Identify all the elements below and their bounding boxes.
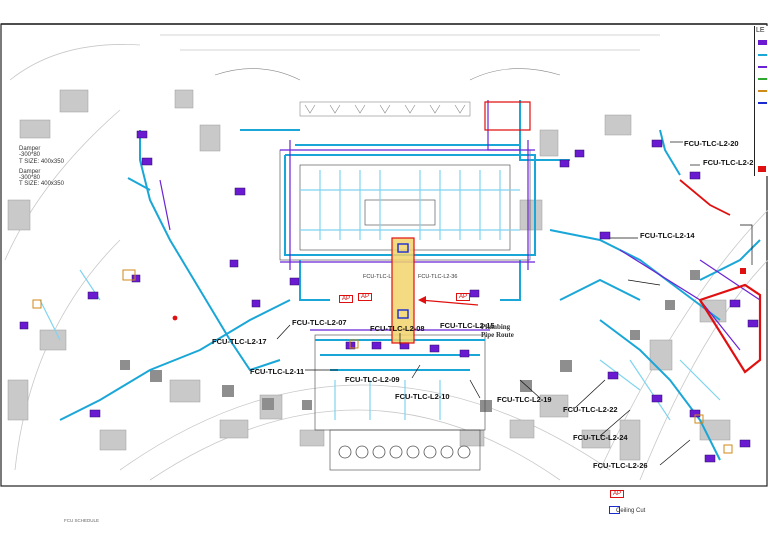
fcu-label-2x: FCU-TLC-L2-2 bbox=[703, 158, 754, 167]
legend-ap-tag: AP bbox=[610, 490, 625, 498]
legend-swatch-4 bbox=[758, 78, 767, 80]
damper-note-1: Damper bbox=[19, 146, 41, 152]
fcu-label-08: FCU-TLC-L2-08 bbox=[370, 324, 425, 333]
unit-tags bbox=[32, 269, 733, 454]
wall-blocks-dark bbox=[120, 270, 700, 412]
legend-swatch-2 bbox=[758, 54, 767, 56]
fcu-label-09: FCU-TLC-L2-09 bbox=[345, 375, 400, 384]
fcu-label-11: FCU-TLC-L2-11 bbox=[250, 367, 305, 376]
damper-note-6: T SIZE: 400x350 bbox=[19, 181, 64, 188]
fcu-label-top-left: FCU-TLC-L bbox=[363, 274, 392, 280]
leader-lines bbox=[276, 141, 753, 466]
legend-panel: LE bbox=[754, 26, 768, 176]
legend-ceiling-cut-label: Ceiling Cut bbox=[616, 508, 646, 514]
fcu-label-10: FCU-TLC-L2-10 bbox=[395, 392, 450, 401]
bottom-left-note: FCU SCHEDULE bbox=[64, 518, 100, 523]
duct-runs bbox=[59, 100, 761, 461]
ap-tag-right: AP bbox=[456, 293, 471, 301]
fcu-label-19: FCU-TLC-L2-19 bbox=[497, 395, 552, 404]
fcu-label-14: FCU-TLC-L2-14 bbox=[640, 231, 695, 240]
fcu-label-26: FCU-TLC-L2-26 bbox=[593, 461, 648, 470]
fcu-label-20: FCU-TLC-L2-20 bbox=[684, 139, 739, 148]
damper-notes: Damper -300*80 T SIZE: 400x350 Damper -3… bbox=[19, 146, 64, 188]
plumbing-pipe-route-note: Plumbing Pipe Route bbox=[481, 323, 514, 340]
legend-ceiling-cut-box bbox=[609, 506, 620, 514]
plumbing-arrowhead bbox=[418, 296, 426, 304]
fcu-label-15: FCU-TLC-L2-15 bbox=[440, 321, 495, 330]
legend-swatch-1 bbox=[758, 40, 767, 45]
red-route bbox=[484, 101, 762, 374]
red-markers bbox=[172, 268, 746, 321]
top-facade bbox=[214, 68, 561, 117]
fcu-label-07: FCU-TLC-L2-07 bbox=[292, 318, 347, 327]
damper-note-3: T SIZE: 400x350 bbox=[19, 158, 64, 165]
outer-building-outline bbox=[4, 34, 768, 481]
fcu-label-36: FCU-TLC-L2-36 bbox=[418, 274, 458, 280]
legend-heading: LE bbox=[756, 27, 765, 34]
legend-swatch-7 bbox=[758, 166, 766, 172]
legend-swatch-3 bbox=[758, 66, 767, 68]
damper-note-5: -300*80 bbox=[19, 175, 41, 182]
damper-note-4: Damper bbox=[19, 168, 41, 175]
ceiling-cut-box-top bbox=[397, 243, 409, 253]
legend-swatch-5 bbox=[758, 90, 767, 92]
fcu-label-17: FCU-TLC-L2-17 bbox=[212, 337, 267, 346]
ceiling-cut-box-bottom bbox=[397, 309, 409, 319]
ap-tag-middle: AP bbox=[358, 293, 373, 301]
fcu-label-22: FCU-TLC-L2-22 bbox=[563, 405, 618, 414]
decorative-pattern bbox=[338, 445, 471, 459]
damper-note-2: -300*80 bbox=[19, 152, 41, 159]
duct-branches bbox=[39, 170, 721, 421]
legend-swatch-6 bbox=[758, 102, 767, 104]
ap-tag-left: AP bbox=[339, 295, 354, 303]
fcu-label-24: FCU-TLC-L2-24 bbox=[573, 433, 628, 442]
plumbing-arrow bbox=[419, 299, 479, 306]
